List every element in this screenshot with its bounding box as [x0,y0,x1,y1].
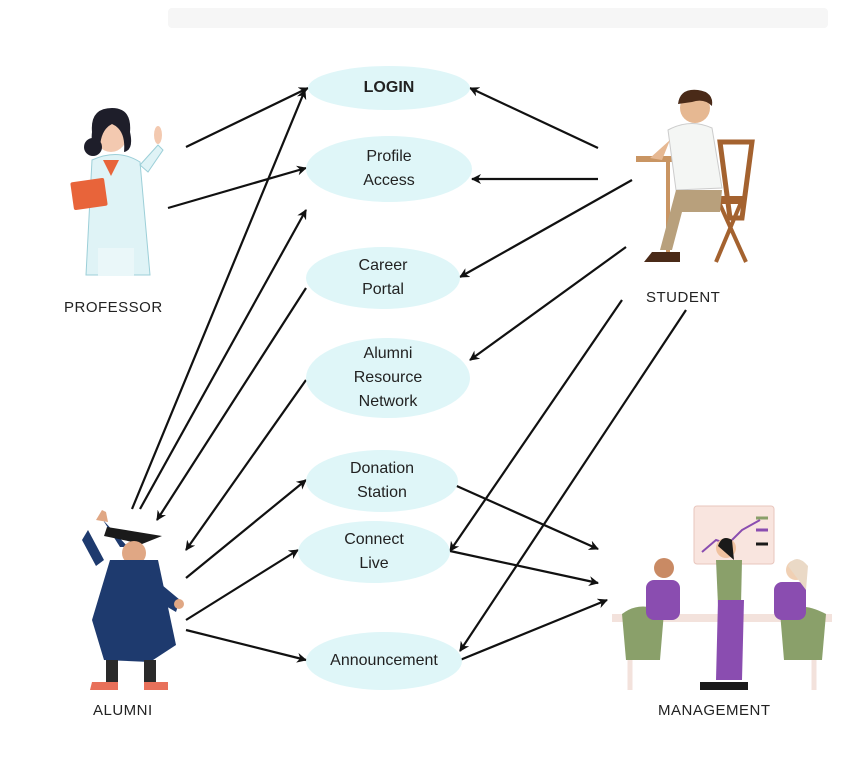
arrow-student-announcement [459,309,687,652]
arrow-student-connect [449,299,623,552]
arrow-alumni-network-alumni [185,379,307,551]
arrow-alumni-profile [139,209,307,510]
use-case-career-portal-label: Career Portal [358,257,408,298]
arrow-alumni-announcement [185,628,307,663]
arrow-career-alumni [156,287,307,521]
use-case-connect-live-label: Connect Live [344,531,404,572]
use-case-connect-live: Connect Live [298,521,450,583]
use-case-login-label: LOGIN [363,79,415,96]
use-case-alumni-resource-network: Alumni Resource Network [306,338,470,418]
use-case-career-portal: Career Portal [306,247,460,309]
management-illustration [612,505,832,690]
arrow-alumni-donation [185,479,307,579]
alumni-illustration [82,510,184,690]
professor-illustration [70,108,164,276]
arrow-student-career [459,179,633,278]
arrow-connect-management [449,549,599,586]
arrow-announcement-management [459,598,608,662]
actor-label-professor: PROFESSOR [64,299,163,316]
actor-label-student: STUDENT [646,289,721,306]
arrow-professor-profile [167,165,307,210]
use-case-login: LOGIN [308,66,470,110]
use-case-announcement-label: Announcement [330,652,438,669]
use-case-alumni-resource-network-label: Alumni Resource Network [353,345,423,410]
arrow-alumni-connect [185,549,299,621]
arrow-donation-management [449,481,599,551]
use-case-profile-access-label: Profile Access [363,148,415,189]
faded-header-strip [168,8,828,28]
student-illustration [636,89,755,263]
actor-label-management: MANAGEMENT [658,702,771,719]
arrow-student-login [469,87,599,149]
arrow-student-alumni-network [469,246,627,361]
use-case-profile-access: Profile Access [306,136,472,202]
arrow-professor-login [185,87,309,148]
use-case-donation-station: Donation Station [306,450,458,512]
use-case-announcement: Announcement [306,632,462,690]
arrows [130,87,687,663]
arrow-alumni-login [130,89,307,510]
actor-label-alumni: ALUMNI [93,702,153,719]
use-case-donation-station-label: Donation Station [349,460,415,501]
